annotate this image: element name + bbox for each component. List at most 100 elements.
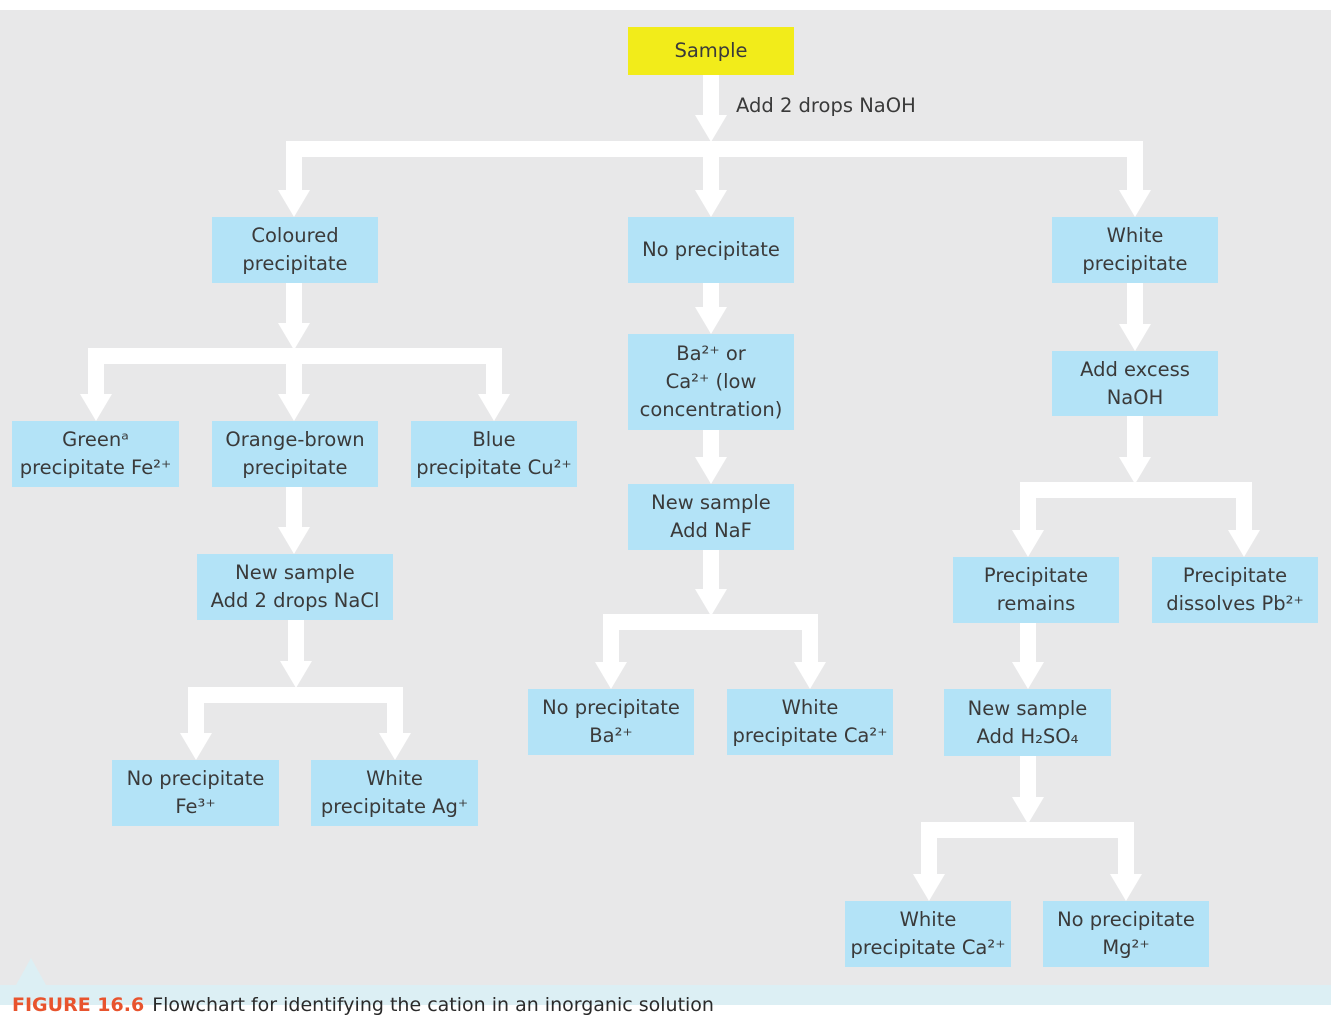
arrow-head [794,662,826,689]
arrow-head [913,874,945,901]
node-text-line: concentration) [639,398,783,421]
connector-line [88,356,104,395]
arrow-head [278,394,310,421]
arrow-head [1119,190,1151,217]
connector-line [703,149,719,191]
arrow-head [180,733,212,760]
connector-line [486,356,502,395]
node-text-line: New sample [651,491,771,514]
node-precipitate-dissolves-pb2: Precipitate dissolves Pb²⁺ [1152,557,1318,623]
node-ba-or-ca-low-concentration: Ba²⁺ or Ca²⁺ (low concentration) [628,334,794,430]
arrow-head [595,662,627,689]
connector-line [703,550,719,590]
arrow-head [278,323,310,350]
node-text-line: Add H₂SO₄ [976,724,1079,748]
arrow-head [278,527,310,554]
connector-line [188,695,204,734]
node-sample: Sample [628,27,794,75]
node-text-line: Add excess [1080,357,1190,381]
figure-number: FIGURE 16.6 [12,994,145,1016]
node-text-line: Ca²⁺ (low [665,370,757,393]
connector-line [286,283,302,324]
node-white-precipitate-ca2-mid: White precipitate Ca²⁺ [727,689,893,755]
node-text-line: Add 2 drops NaCl [210,589,380,612]
node-text-line: New sample [235,561,355,584]
connector-line [1020,623,1036,663]
figure-caption: FIGURE 16.6 Flowchart for identifying the… [12,996,714,1015]
step-label: Add 2 drops NaOH [736,94,916,117]
connector-line [603,614,818,630]
arrow-head [1119,457,1151,484]
node-text-line: Mg²⁺ [1102,936,1150,959]
node-text-line: precipitate Ag⁺ [320,795,469,818]
node-text-line: White [1106,224,1164,247]
arrow-head [695,190,727,217]
arrow-head [80,394,112,421]
connector-line [286,356,302,395]
connector-line [286,149,302,191]
arrow-head [695,589,727,616]
node-text-line: Sample [674,39,748,62]
arrow-head [1012,797,1044,824]
node-white-precipitate: White precipitate [1052,217,1218,283]
connector-line [286,487,302,528]
node-text-line: Ba²⁺ or [676,342,746,365]
node-text-line: precipitate Cu²⁺ [416,456,572,479]
node-text-line: remains [996,592,1076,615]
arrow-head [695,307,727,334]
node-text-line: Fe³⁺ [175,795,216,818]
connector-line [387,695,403,734]
node-text-line: dissolves Pb²⁺ [1166,592,1304,615]
connector-line [1020,482,1252,498]
arrow-head [280,661,312,688]
node-text-line: White [899,908,957,931]
connector-line [1127,283,1143,325]
node-text-line: Greenᵃ [62,428,129,451]
node-text-line: precipitate [242,456,348,479]
arrow-head [1228,530,1260,557]
node-white-precipitate-ca2-right: White precipitate Ca²⁺ [845,901,1011,967]
connector-line [703,430,719,458]
arrow-head [1119,324,1151,351]
connector-line [802,622,818,663]
connector-line [1020,756,1036,798]
connector-line [1236,490,1252,531]
connector-line [921,822,1134,838]
node-text-line: Precipitate [1182,564,1288,587]
node-text-line: White [781,696,839,719]
arrow-head [1110,874,1142,901]
connector-line [703,75,719,116]
node-text-line: No precipitate [1057,908,1195,931]
caption-text: Flowchart for identifying the cation in … [152,994,714,1016]
arrow-head [278,190,310,217]
connector-line [188,687,403,703]
arrow-head [478,394,510,421]
node-text-line: precipitate [1082,252,1188,275]
node-text-line: Coloured [251,224,339,247]
arrow-head [695,457,727,484]
node-text-line: Add NaF [670,519,752,542]
connector-line [1118,830,1134,875]
connector-line [1020,490,1036,531]
node-text-line: No precipitate [126,767,265,790]
node-text-line: precipitate Ca²⁺ [732,724,888,747]
node-text-line: precipitate Ca²⁺ [850,936,1006,959]
arrow-head [379,733,411,760]
node-text-line: Blue [472,428,516,451]
node-blue-precipitate-cu2: Blue precipitate Cu²⁺ [411,421,577,487]
node-text-line: White [366,767,423,790]
arrow-head [1012,530,1044,557]
node-text-line: New sample [967,696,1088,720]
node-text-line: Orange-brown [225,428,365,451]
caption-tab [16,958,46,985]
connector-line [288,620,304,662]
connector-line [1127,416,1143,458]
